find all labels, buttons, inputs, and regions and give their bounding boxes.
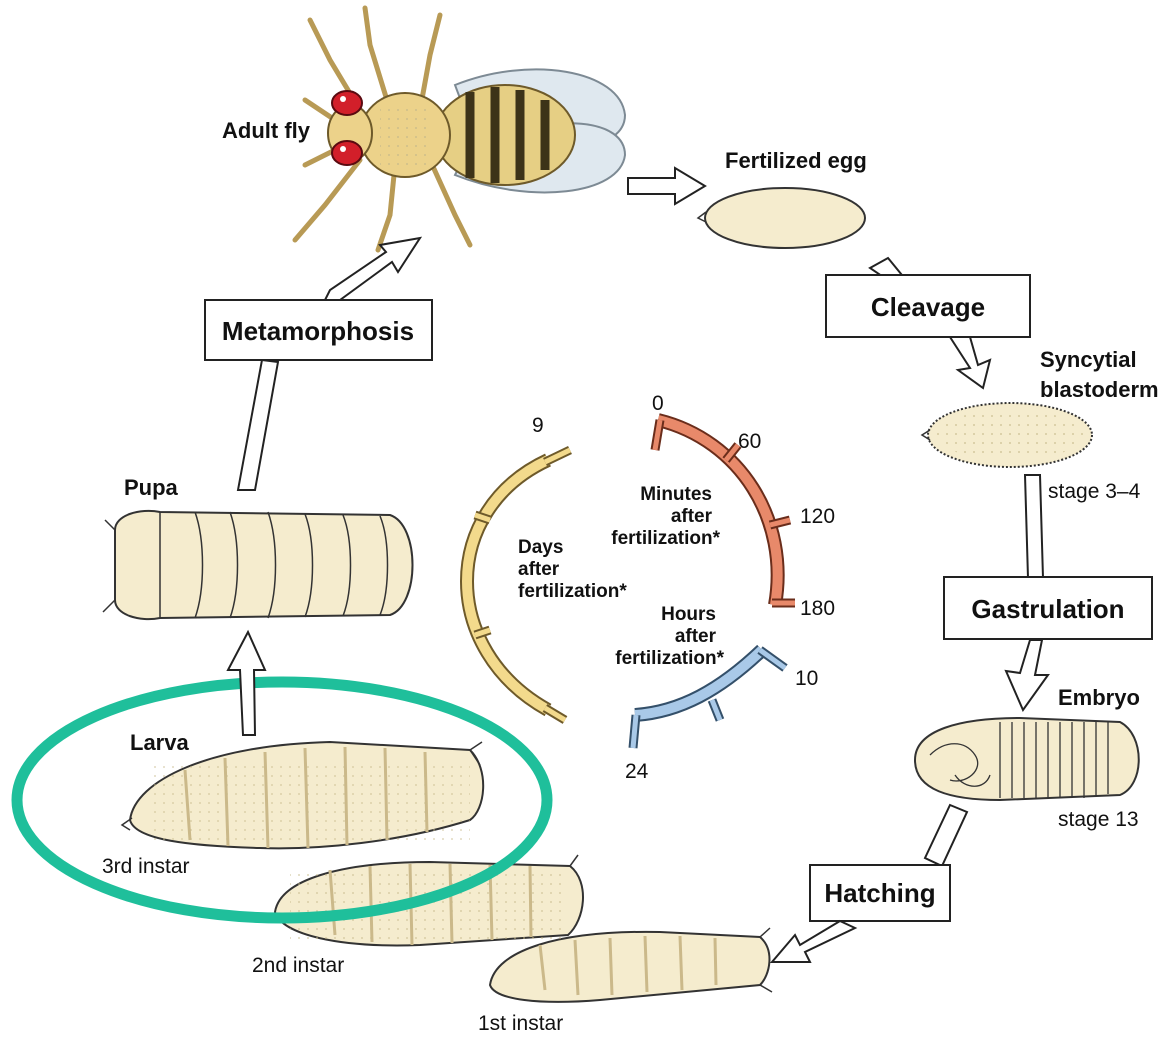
embryo-stage-label: stage 13	[1058, 808, 1139, 831]
days-tick-9: 9	[532, 414, 544, 437]
gastrulation-box: Gastrulation	[944, 577, 1152, 639]
fertilized-egg-illustration	[698, 188, 865, 248]
hours-label-line2: after	[675, 626, 717, 647]
minutes-label-line2: after	[671, 506, 713, 527]
fertilized-egg-label: Fertilized egg	[725, 148, 867, 173]
first-instar-label: 1st instar	[478, 1012, 563, 1035]
syncytial-blastoderm-illustration	[922, 403, 1092, 467]
cleavage-box: Cleavage	[826, 275, 1030, 337]
minutes-tick-180: 180	[800, 597, 835, 620]
pupa-illustration	[103, 511, 413, 619]
third-instar-larva-illustration	[122, 742, 483, 848]
minutes-label-line3: fertilization*	[611, 528, 720, 549]
gastrulation-label: Gastrulation	[971, 594, 1124, 624]
hours-label-line3: fertilization*	[615, 648, 724, 669]
hours-tick-24: 24	[625, 760, 649, 783]
syncytial-label-line2: blastoderm	[1040, 377, 1159, 402]
days-label-line2: after	[518, 559, 560, 580]
hatching-box: Hatching	[810, 865, 950, 921]
minutes-timescale: 0 60 120 180 Minutes after fertilization…	[611, 392, 835, 620]
arrow-embryo-to-hatching	[925, 805, 967, 866]
arrow-syncytial-to-gastrulation	[1025, 475, 1043, 578]
hours-timescale: 10 24 Hours after fertilization*	[615, 604, 818, 783]
hours-label-line1: Hours	[661, 604, 716, 625]
metamorphosis-label: Metamorphosis	[222, 316, 414, 346]
minutes-tick-120: 120	[800, 505, 835, 528]
pupa-label: Pupa	[124, 475, 179, 500]
minutes-label-line1: Minutes	[640, 484, 712, 505]
arrow-fly-to-egg	[628, 168, 705, 204]
embryo-illustration	[915, 718, 1139, 800]
syncytial-stage-label: stage 3–4	[1048, 480, 1141, 503]
arrow-gastrulation-to-embryo	[1006, 640, 1048, 710]
cleavage-label: Cleavage	[871, 292, 985, 322]
arrow-metamorphosis-to-adult	[325, 238, 420, 300]
minutes-tick-60: 60	[738, 430, 761, 453]
third-instar-label: 3rd instar	[102, 855, 190, 878]
adult-fly-illustration	[295, 8, 625, 250]
second-instar-label: 2nd instar	[252, 954, 344, 977]
days-label-line1: Days	[518, 537, 563, 558]
arrow-cleavage-to-syncytial	[950, 337, 990, 388]
days-label-line3: fertilization*	[518, 581, 627, 602]
minutes-tick-0: 0	[652, 392, 664, 415]
arrow-pupa-to-metamorphosis	[238, 360, 278, 490]
metamorphosis-box: Metamorphosis	[205, 300, 432, 360]
hours-tick-10: 10	[795, 667, 818, 690]
embryo-label: Embryo	[1058, 685, 1140, 710]
adult-fly-label: Adult fly	[222, 118, 311, 143]
hatching-label: Hatching	[824, 878, 935, 908]
arrow-hatching-to-first-instar	[772, 921, 855, 962]
days-timescale: 9 Days after fertilization*	[467, 414, 627, 720]
syncytial-label-line1: Syncytial	[1040, 347, 1137, 372]
larva-label: Larva	[130, 730, 189, 755]
